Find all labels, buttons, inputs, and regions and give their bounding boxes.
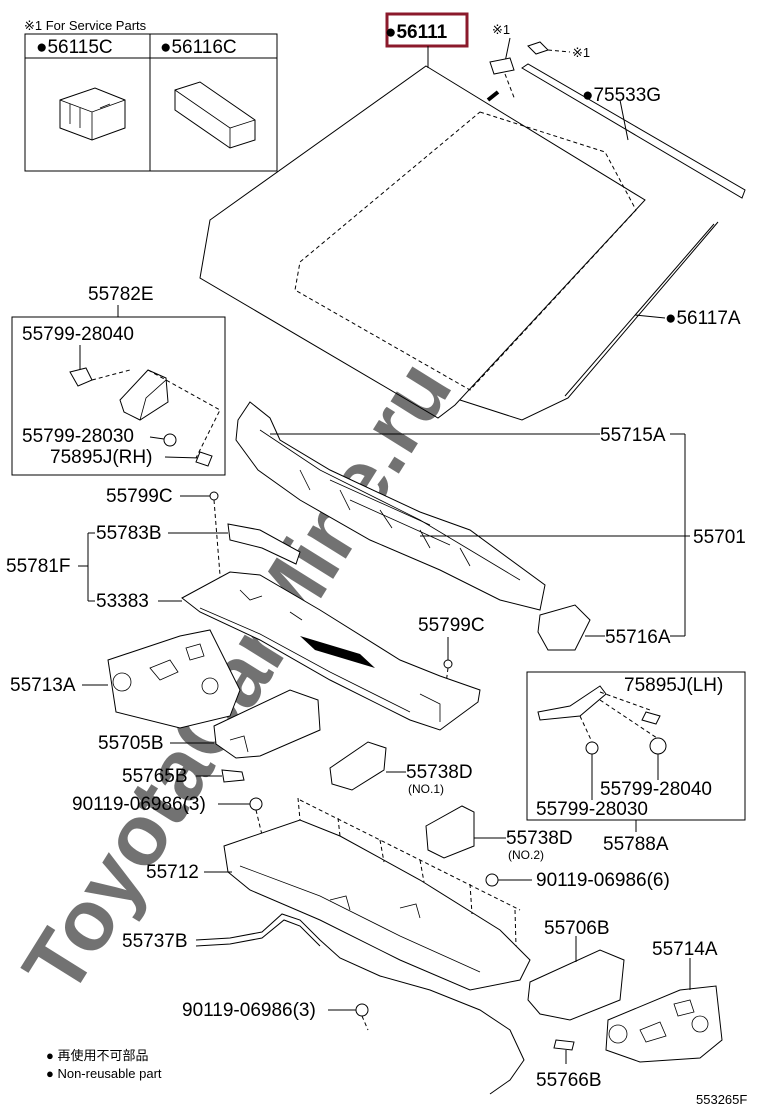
part-label-55714A[interactable]: 55714A	[652, 939, 718, 960]
part-sublabel-no2: (NO.2)	[508, 848, 544, 862]
cowl-panel-55715A	[235, 401, 546, 611]
cover-lh-drawing	[537, 685, 607, 721]
molding-75533G	[521, 63, 746, 199]
part-label-55799C-b[interactable]: 55799C	[418, 615, 485, 636]
part-label-55705B[interactable]: 55705B	[98, 733, 164, 754]
part-label-90119-06986-c[interactable]: 90119-06986(3)	[182, 1000, 316, 1021]
part-label-55799-28040-a[interactable]: 55799-28040	[22, 324, 134, 345]
part-label-55799-28030-a[interactable]: 55799-28030	[22, 426, 134, 447]
dam-56117A	[459, 221, 719, 421]
highlight-box	[385, 12, 469, 48]
part-label-56111[interactable]: ●56111	[385, 22, 448, 43]
part-label-55706B[interactable]: 55706B	[544, 918, 610, 939]
part-label-55716A[interactable]: 55716A	[605, 627, 671, 648]
figure-code: 553265F	[696, 1092, 747, 1107]
part-label-75533G[interactable]: ●75533G	[582, 85, 661, 106]
part-label-53383[interactable]: 53383	[96, 591, 149, 612]
legend-line-jp: ● 再使用不可部品	[46, 1048, 148, 1063]
windshield-glass	[199, 46, 646, 419]
bracket-55738D-no1	[329, 741, 387, 791]
ref-mark-top: ※1	[492, 22, 510, 37]
part-label-90119-06986-a[interactable]: 90119-06986(3)	[72, 794, 206, 815]
ref-mark-side: ※1	[572, 45, 590, 60]
bracket-55706B	[527, 949, 625, 1021]
part-label-55799-28030-b[interactable]: 55799-28030	[536, 799, 648, 820]
part-label-55738D-no2[interactable]: 55738D	[506, 828, 573, 849]
seal-55783B	[227, 523, 301, 565]
part-label-55766B[interactable]: 55766B	[536, 1070, 602, 1091]
part-label-56117A[interactable]: ●56117A	[665, 308, 741, 329]
legend-line-en: ● Non-reusable part	[46, 1066, 162, 1081]
small-clip	[527, 41, 549, 55]
part-label-56116C[interactable]: ●56116C	[160, 37, 237, 58]
part-label-55783B[interactable]: 55783B	[96, 523, 162, 544]
part-label-55781F[interactable]: 55781F	[6, 556, 70, 577]
part-label-90119-06986-b[interactable]: 90119-06986(6)	[536, 870, 670, 891]
panel-55713A	[107, 629, 241, 729]
bracket-55738D-no2	[425, 805, 475, 859]
part-label-55782E[interactable]: 55782E	[88, 284, 154, 305]
part-label-56115C[interactable]: ●56115C	[36, 37, 113, 58]
part-label-55799-28040-b[interactable]: 55799-28040	[600, 779, 712, 800]
service-parts-note: ※1 For Service Parts	[24, 18, 147, 33]
part-label-55712[interactable]: 55712	[146, 862, 199, 883]
part-label-75895J-rh[interactable]: 75895J(RH)	[50, 447, 152, 468]
clip-56115C-drawing	[59, 87, 126, 141]
service-parts-box	[24, 33, 278, 172]
part-label-55737B[interactable]: 55737B	[122, 931, 188, 952]
cowl-louver-53383	[181, 571, 481, 731]
bracket-55705B	[213, 689, 321, 759]
part-label-55788A[interactable]: 55788A	[603, 834, 669, 855]
part-label-55713A[interactable]: 55713A	[10, 675, 76, 696]
part-sublabel-no1: (NO.1)	[408, 782, 444, 796]
part-label-55738D-no1[interactable]: 55738D	[406, 762, 473, 783]
part-label-55715A[interactable]: 55715A	[600, 425, 666, 446]
clip-55766B	[553, 1039, 575, 1051]
cowl-end-55716A	[537, 604, 591, 651]
cowl-top-55712	[223, 797, 531, 991]
part-label-55765B[interactable]: 55765B	[122, 766, 188, 787]
part-label-75895J-lh[interactable]: 75895J(LH)	[624, 675, 723, 696]
part-label-55799C-a[interactable]: 55799C	[106, 486, 173, 507]
cover-rh-box	[11, 316, 226, 476]
part-label-55701[interactable]: 55701	[693, 527, 746, 548]
seal-55737B	[195, 913, 525, 1095]
panel-55714A	[605, 985, 723, 1063]
strip-56116C-drawing	[174, 81, 256, 149]
